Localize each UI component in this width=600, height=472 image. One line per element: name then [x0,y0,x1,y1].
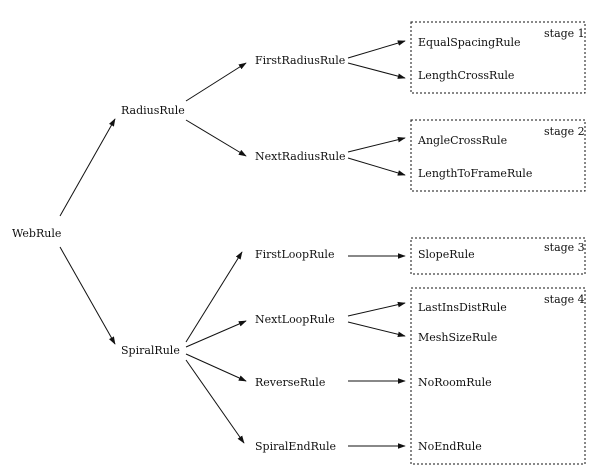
edge-next-radius-to-length-to-frame [347,157,406,176]
node-no-room-rule: NoRoomRule [418,376,492,389]
edge-web-to-radius [59,118,116,217]
edge-spiral-to-reverse [185,353,247,382]
edge-web-to-spiral [59,246,116,345]
node-last-ins-dist-rule: LastInsDistRule [418,301,507,314]
edge-next-loop-to-last-ins-dist [347,301,406,317]
node-first-radius-rule: FirstRadiusRule [255,54,345,67]
stage-3-box [410,237,586,275]
edge-radius-to-first-radius [185,62,247,102]
stage-1-label: stage 1 [544,27,585,40]
node-next-radius-rule: NextRadiusRule [255,150,346,163]
node-spiral-rule: SpiralRule [121,344,180,357]
stage-1-box [410,21,586,94]
node-length-to-frame-rule: LengthToFrameRule [418,167,532,180]
edge-first-radius-to-length-cross [347,62,406,79]
node-no-end-rule: NoEndRule [418,440,482,453]
edge-first-radius-to-equal-spacing [347,40,406,59]
edge-spiral-to-next-loop [185,320,247,348]
stage-2-label: stage 2 [544,125,585,138]
node-length-cross-rule: LengthCrossRule [418,69,514,82]
node-radius-rule: RadiusRule [121,104,185,117]
node-reverse-rule: ReverseRule [255,376,325,389]
node-web-rule: WebRule [12,227,61,240]
stage-4-label: stage 4 [544,293,585,306]
stage-2-box [410,119,586,192]
edge-spiral-to-spiral-end [185,359,245,444]
node-next-loop-rule: NextLoopRule [255,313,335,326]
edge-next-radius-to-angle-cross [347,136,406,153]
edge-radius-to-next-radius [185,119,247,157]
node-mesh-size-rule: MeshSizeRule [418,331,497,344]
stage-3-label: stage 3 [544,241,585,254]
node-angle-cross-rule: AngleCrossRule [417,134,507,147]
stage-4-box [410,287,586,465]
node-slope-rule: SlopeRule [418,248,475,261]
node-first-loop-rule: FirstLoopRule [255,248,334,261]
edge-next-loop-to-mesh-size [347,321,406,338]
node-equal-spacing-rule: EqualSpacingRule [418,36,521,49]
edge-spiral-to-first-loop [185,251,243,343]
node-spiral-end-rule: SpiralEndRule [255,440,336,453]
edges [59,40,406,449]
